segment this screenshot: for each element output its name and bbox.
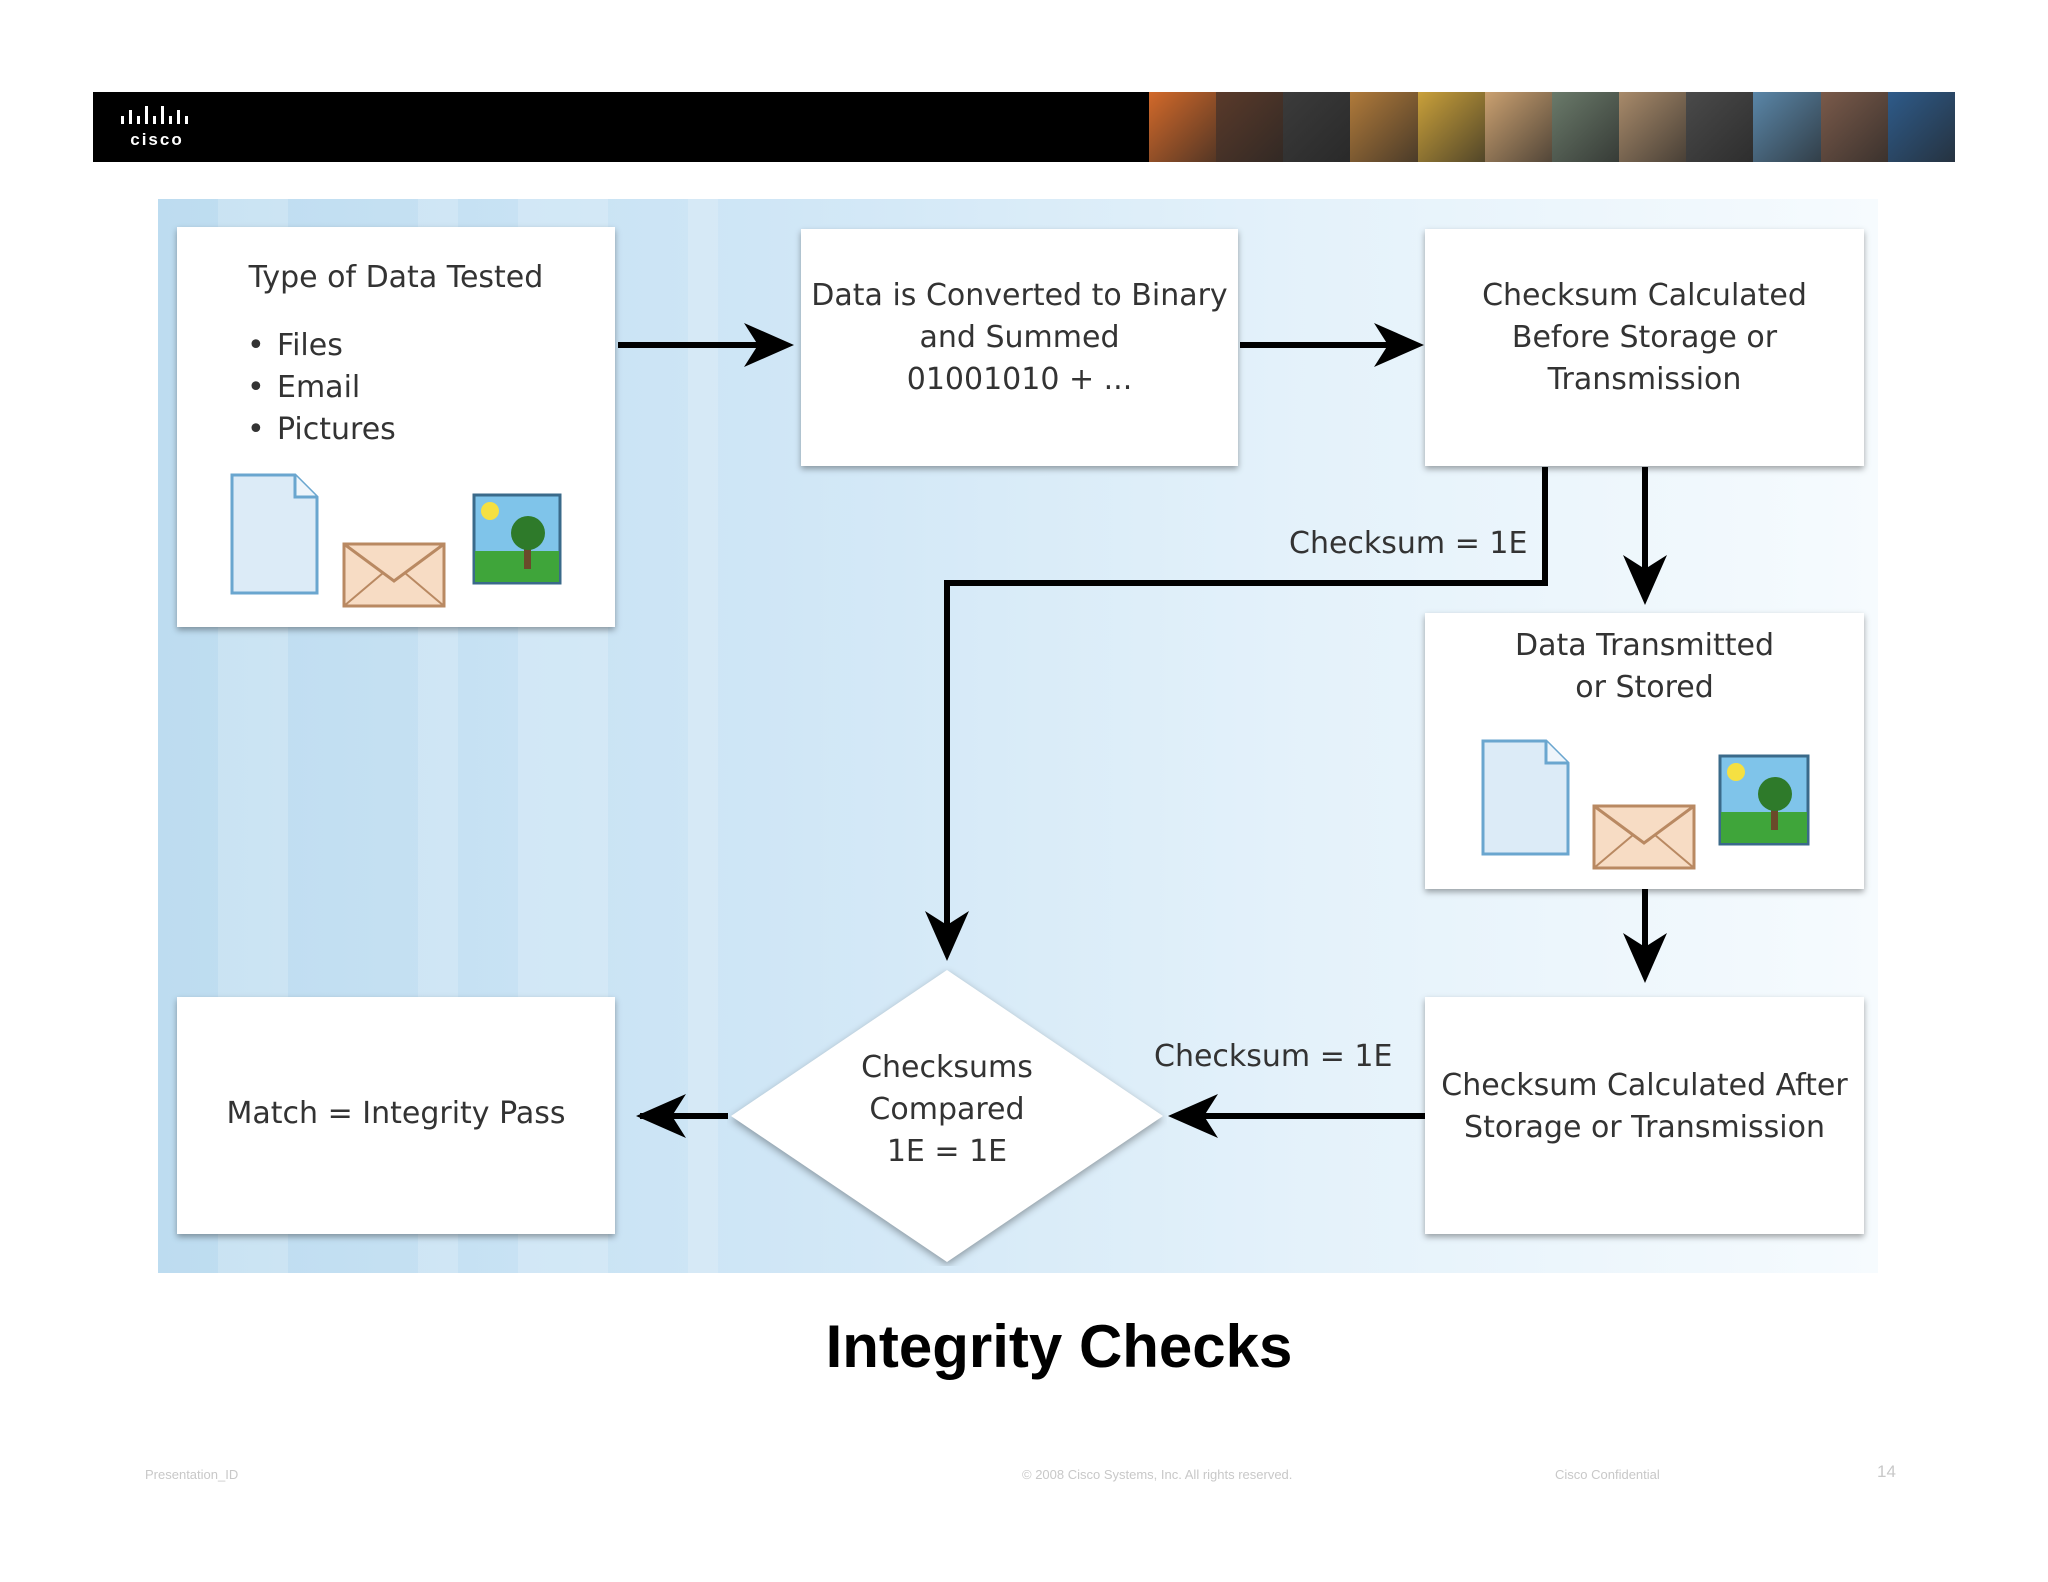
label-checksum-bottom: Checksum = 1E [1154,1039,1393,1074]
header-bar: cisco [93,92,1955,162]
document-icon [230,473,319,595]
footer-presentation-id: Presentation_ID [145,1467,239,1482]
diagram-panel: Type of Data Tested Files Email Pictures… [158,199,1878,1273]
header-photo [1820,92,1888,162]
data-type-list: Files Email Pictures [247,325,396,451]
box-match-text: Match = Integrity Pass [226,1096,566,1131]
cisco-bridge-icon [121,106,188,124]
diamond-line1: Checksums [861,1050,1033,1085]
header-photo [1417,92,1485,162]
header-photo [1149,92,1217,162]
box-checksum-before-line2: Before Storage or [1511,320,1778,355]
arrow-checksum-to-compare [944,467,1548,935]
picture-icon [1718,754,1810,846]
envelope-icon [342,542,446,608]
header-photo [1283,92,1351,162]
decision-diamond [731,970,1163,1262]
data-type-item-pictures: Pictures [247,409,396,451]
footer-copyright: © 2008 Cisco Systems, Inc. All rights re… [1022,1467,1293,1482]
header-photo [1753,92,1821,162]
box-transmitted-line1: Data Transmitted [1514,628,1775,663]
footer-page-number: 14 [1877,1462,1896,1481]
arrowhead-compare-right [1168,1094,1218,1138]
header-photo [1350,92,1418,162]
flow-arrows [618,323,1667,1138]
box-convert-binary: Data is Converted to Binary and Summed 0… [801,229,1238,466]
box-checksum-after-line2: Storage or Transmission [1464,1110,1825,1145]
box-convert-line2: and Summed [919,320,1120,355]
data-type-item-email: Email [247,367,396,409]
arrowhead-after [1623,933,1667,983]
box-convert-line3: 01001010 + ... [906,362,1133,397]
box-data-transmitted: Data Transmitted or Stored [1425,613,1864,889]
diamond-line3: 1E = 1E [886,1134,1008,1169]
slide-title: Integrity Checks [825,1313,1293,1380]
box-checksum-before-line1: Checksum Calculated [1482,278,1807,313]
box-checksum-after-line1: Checksum Calculated After [1441,1068,1848,1103]
arrowhead-match [636,1094,686,1138]
box-checksum-before: Checksum Calculated Before Storage or Tr… [1425,229,1864,466]
arrowhead-compare-top [925,911,969,961]
box-checksum-before-line3: Transmission [1547,362,1742,397]
picture-icon [472,493,562,585]
cisco-logo: cisco [117,104,197,152]
box-data-type: Type of Data Tested Files Email Pictures [177,227,615,627]
box-transmitted-line2: or Stored [1575,670,1714,705]
box-checksum-after: Checksum Calculated After Storage or Tra… [1425,997,1864,1234]
header-photo [1216,92,1284,162]
data-type-item-files: Files [247,325,396,367]
cisco-logo-text: cisco [130,130,184,149]
arrowhead-checksum-before [1374,323,1424,367]
label-checksum-top: Checksum = 1E [1289,526,1528,561]
header-photo [1887,92,1955,162]
box-match: Match = Integrity Pass [177,997,615,1234]
arrowhead-transmitted [1623,555,1667,605]
box-data-type-title: Type of Data Tested [248,260,544,295]
photo-strip [1149,92,1955,162]
arrowhead-convert [744,323,794,367]
header-photo [1619,92,1687,162]
header-photo [1551,92,1620,162]
diamond-line2: Compared [869,1092,1025,1127]
diamond-text: Checksums Compared 1E = 1E [727,1047,1167,1173]
box-convert-line1: Data is Converted to Binary [811,278,1228,313]
envelope-icon [1592,804,1696,870]
header-photo [1484,92,1552,162]
document-icon [1481,739,1570,856]
header-photo [1686,92,1754,162]
footer-confidential: Cisco Confidential [1555,1467,1660,1482]
